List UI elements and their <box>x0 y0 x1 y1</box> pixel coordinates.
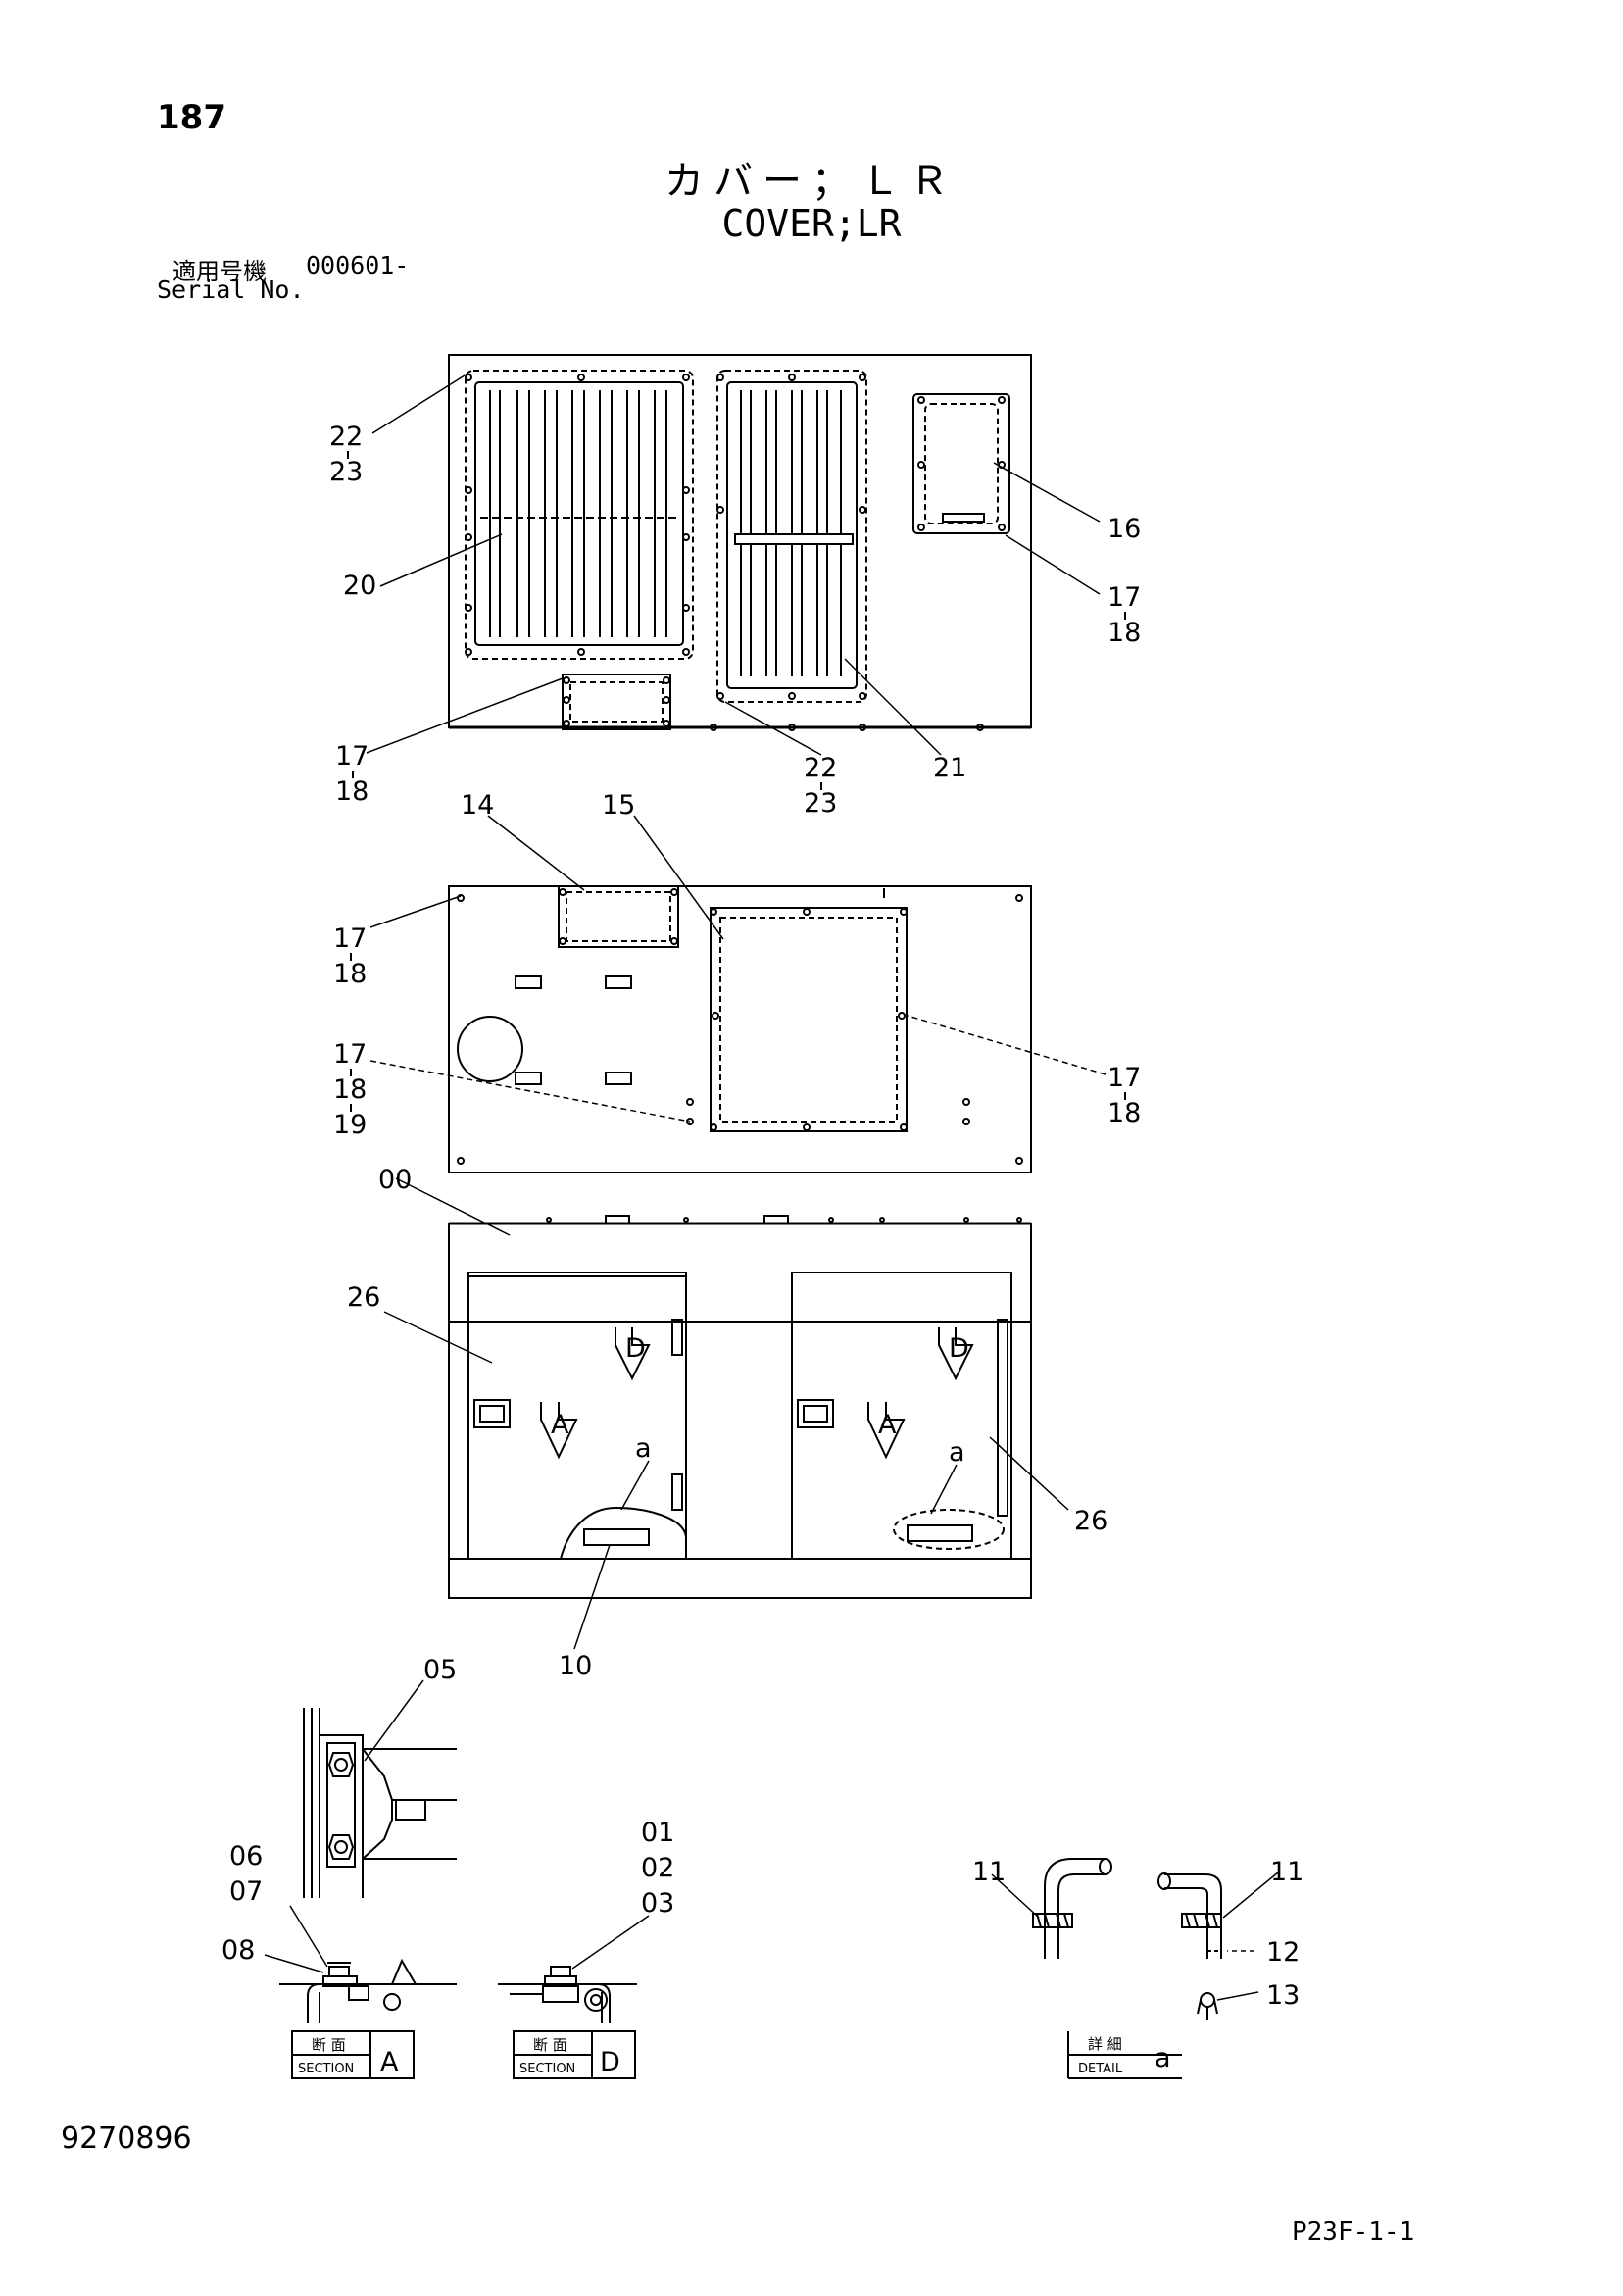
callout-18: 18 <box>1107 1098 1141 1128</box>
section-a-letter: A <box>380 2047 399 2077</box>
page-title-en: COVER;LR <box>721 202 902 245</box>
callout-20: 20 <box>343 571 376 601</box>
callout-a: a <box>635 1433 652 1464</box>
detail-05 <box>303 1679 457 1898</box>
callout-23: 23 <box>329 457 363 487</box>
callout-22: 22 <box>804 753 837 783</box>
section-a-jp: 断 面 <box>312 2036 346 2054</box>
page-code: P23F-1-1 <box>1292 2218 1415 2247</box>
view-mark-a: A <box>551 1410 569 1440</box>
callout-11: 11 <box>972 1857 1006 1887</box>
callout-11: 11 <box>1270 1857 1303 1887</box>
section-d-drawing <box>498 1915 650 2023</box>
callout-06: 06 <box>229 1841 263 1872</box>
callout-22: 22 <box>329 422 363 452</box>
callout-00: 00 <box>378 1165 412 1195</box>
callout-17: 17 <box>335 741 369 772</box>
callout-08: 08 <box>221 1935 255 1966</box>
serial-label-jp: 適用号機 <box>172 258 267 285</box>
section-d-jp: 断 面 <box>533 2036 567 2054</box>
section-a-drawing <box>264 1905 457 2023</box>
small-cover-16 <box>912 393 1010 534</box>
callout-18: 18 <box>335 776 369 807</box>
callout-03: 03 <box>641 1888 674 1919</box>
callout-15: 15 <box>602 790 635 821</box>
detail-a-label <box>1067 2031 1182 2079</box>
section-a-label <box>291 2030 415 2079</box>
callout-17: 17 <box>1107 1063 1141 1093</box>
callout-26: 26 <box>347 1282 380 1313</box>
callout-13: 13 <box>1266 1980 1300 2011</box>
callout-07: 07 <box>229 1876 263 1907</box>
callout-17: 17 <box>333 923 367 954</box>
callout-16: 16 <box>1107 514 1141 544</box>
callout-01: 01 <box>641 1818 674 1848</box>
left-grille <box>465 370 694 660</box>
middle-panel <box>369 815 1107 1173</box>
callout-a: a <box>949 1437 965 1468</box>
section-a-en: SECTION <box>298 2062 354 2076</box>
bottom-plate <box>562 674 984 731</box>
callout-14: 14 <box>461 790 494 821</box>
document-number: 9270896 <box>61 2121 192 2156</box>
top-panel <box>366 354 1101 756</box>
callout-17: 17 <box>333 1039 367 1070</box>
callout-19: 19 <box>333 1110 367 1140</box>
view-mark-d: D <box>625 1333 646 1364</box>
bottom-panel <box>383 1177 1069 1650</box>
page-title-jp: カバー；ＬＲ <box>664 159 959 204</box>
callout-12: 12 <box>1266 1937 1300 1968</box>
callout-23: 23 <box>804 788 837 819</box>
section-d-en: SECTION <box>519 2062 575 2076</box>
page-number: 187 <box>157 98 226 137</box>
callout-05: 05 <box>423 1655 457 1685</box>
detail-a-letter: a <box>1155 2043 1171 2073</box>
right-grille <box>716 370 867 703</box>
view-mark-a: A <box>878 1410 897 1440</box>
callout-21: 21 <box>933 753 966 783</box>
callout-26: 26 <box>1074 1506 1107 1536</box>
callout-02: 02 <box>641 1853 674 1883</box>
callout-18: 18 <box>333 959 367 989</box>
serial-range: 000601- <box>306 251 410 279</box>
callout-18: 18 <box>1107 618 1141 648</box>
view-mark-d: D <box>949 1333 969 1364</box>
section-d-label <box>513 2030 636 2079</box>
callout-18: 18 <box>333 1074 367 1105</box>
detail-a-drawing <box>991 1858 1279 2020</box>
callout-17: 17 <box>1107 582 1141 613</box>
serial-label-en: Serial No. <box>157 275 305 304</box>
section-d-letter: D <box>600 2047 620 2077</box>
detail-a-en: DETAIL <box>1078 2062 1123 2076</box>
detail-a-jp: 詳 細 <box>1088 2035 1122 2053</box>
callout-10: 10 <box>559 1651 592 1681</box>
